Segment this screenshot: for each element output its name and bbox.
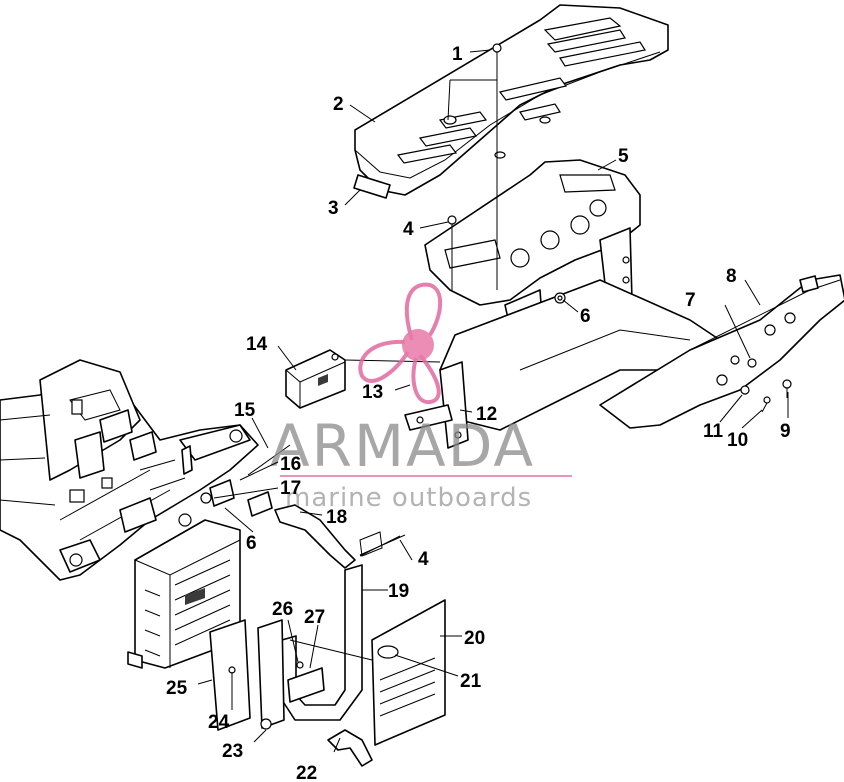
callout-6-left: 6: [246, 533, 257, 554]
callout-8: 8: [726, 266, 737, 287]
callout-2: 2: [333, 94, 344, 115]
callout-6-right: 6: [580, 306, 591, 327]
callout-22: 22: [296, 763, 317, 782]
fastener-bolt-4: [447, 215, 457, 240]
callout-12: 12: [476, 404, 497, 425]
pad-3: [353, 174, 391, 199]
callout-23: 23: [222, 741, 243, 762]
callout-9: 9: [780, 421, 791, 442]
plate-24-25: [209, 619, 325, 731]
callout-15: 15: [234, 400, 256, 421]
callout-1: 1: [452, 44, 463, 65]
callout-19: 19: [388, 581, 409, 602]
callout-11: 11: [703, 421, 724, 442]
callout-21: 21: [460, 671, 482, 692]
callout-labels: 1 2 3 4 4 5 6 6 7 8 9 10 11 12 13 14 15 …: [166, 44, 791, 782]
arm-18: [274, 504, 356, 569]
callout-17: 17: [280, 478, 301, 499]
fastener-7-9-10-11: [740, 358, 792, 413]
hook-22: [327, 729, 373, 767]
fastener-nut-6-right: [554, 292, 566, 304]
callout-25: 25: [166, 678, 188, 699]
callout-5: 5: [618, 146, 629, 167]
link-15-16-17: [200, 444, 291, 517]
callout-18: 18: [326, 507, 347, 528]
callout-24: 24: [208, 712, 230, 733]
propeller-logo-icon: [358, 282, 443, 404]
panel-20: [371, 599, 446, 746]
bracket-12: [404, 361, 469, 449]
vehicle-frame: [0, 359, 259, 581]
callout-leaders: [197, 49, 789, 753]
callout-26: 26: [272, 599, 293, 620]
callout-16: 16: [280, 454, 301, 475]
callout-3: 3: [328, 198, 339, 219]
rear-bumper-8: [599, 274, 844, 429]
support-plate-5: [424, 159, 641, 373]
fastener-bolt-1: [492, 43, 502, 68]
top-plate-2: [354, 4, 669, 196]
module-14: [285, 349, 346, 409]
watermark-brand: ARMADA: [270, 412, 535, 480]
callout-13: 13: [362, 382, 383, 403]
callout-4-bottom: 4: [418, 549, 429, 570]
callout-10: 10: [727, 430, 748, 451]
callout-7: 7: [685, 290, 696, 311]
watermark: ARMADA marine outboards: [270, 282, 572, 513]
callout-20: 20: [464, 628, 485, 649]
callout-14: 14: [246, 334, 268, 355]
watermark-tagline: marine outboards: [285, 483, 532, 513]
callout-27: 27: [304, 607, 325, 628]
callout-4-top: 4: [403, 219, 414, 240]
